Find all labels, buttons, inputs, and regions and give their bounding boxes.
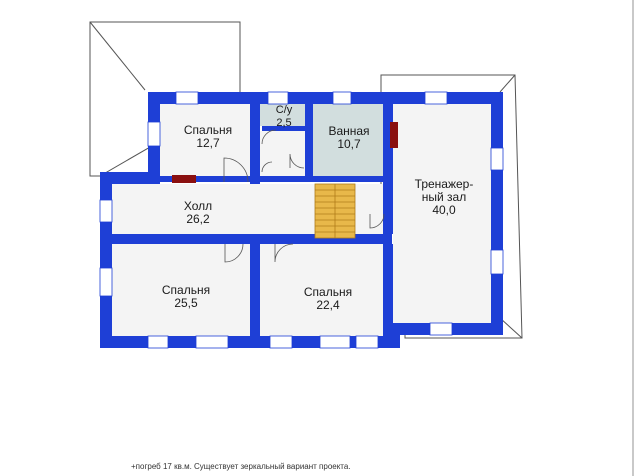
room-floors — [112, 104, 491, 336]
room-name-line-1: Тренажер- — [414, 177, 474, 191]
frame-edge — [632, 0, 634, 476]
doors — [223, 129, 385, 263]
radiators — [172, 122, 398, 183]
room-name: Холл — [183, 199, 213, 213]
room-area: 25,5 — [174, 296, 198, 310]
room-bath: Ванная 10,7 — [313, 125, 385, 151]
room-area: 22,4 — [316, 298, 340, 312]
room-area: 26,2 — [186, 212, 210, 226]
room-name: Спальня — [303, 285, 353, 299]
room-gym: Тренажер- ный зал 40,0 — [396, 178, 492, 217]
room-bedroom-3: Спальня 22,4 — [288, 286, 368, 312]
room-name: Ванная — [328, 124, 370, 138]
room-area: 12,7 — [196, 136, 220, 150]
room-wc: С/у 2,5 — [262, 104, 306, 130]
room-area: 10,7 — [337, 137, 361, 151]
room-bedroom-2: Спальня 25,5 — [146, 284, 226, 310]
room-name: Спальня — [183, 123, 233, 137]
footer-note: +погреб 17 кв.м. Существует зеркальный в… — [131, 462, 351, 471]
room-hall: Холл 26,2 — [158, 200, 238, 226]
room-area: 2,5 — [276, 117, 292, 129]
room-area: 40,0 — [432, 203, 456, 217]
room-name: Спальня — [161, 283, 211, 297]
staircase — [314, 183, 356, 239]
room-bedroom-1: Спальня 12,7 — [168, 124, 248, 150]
windows — [99, 91, 504, 349]
room-name: С/у — [275, 104, 293, 116]
room-name-line-2: ный зал — [421, 190, 467, 204]
